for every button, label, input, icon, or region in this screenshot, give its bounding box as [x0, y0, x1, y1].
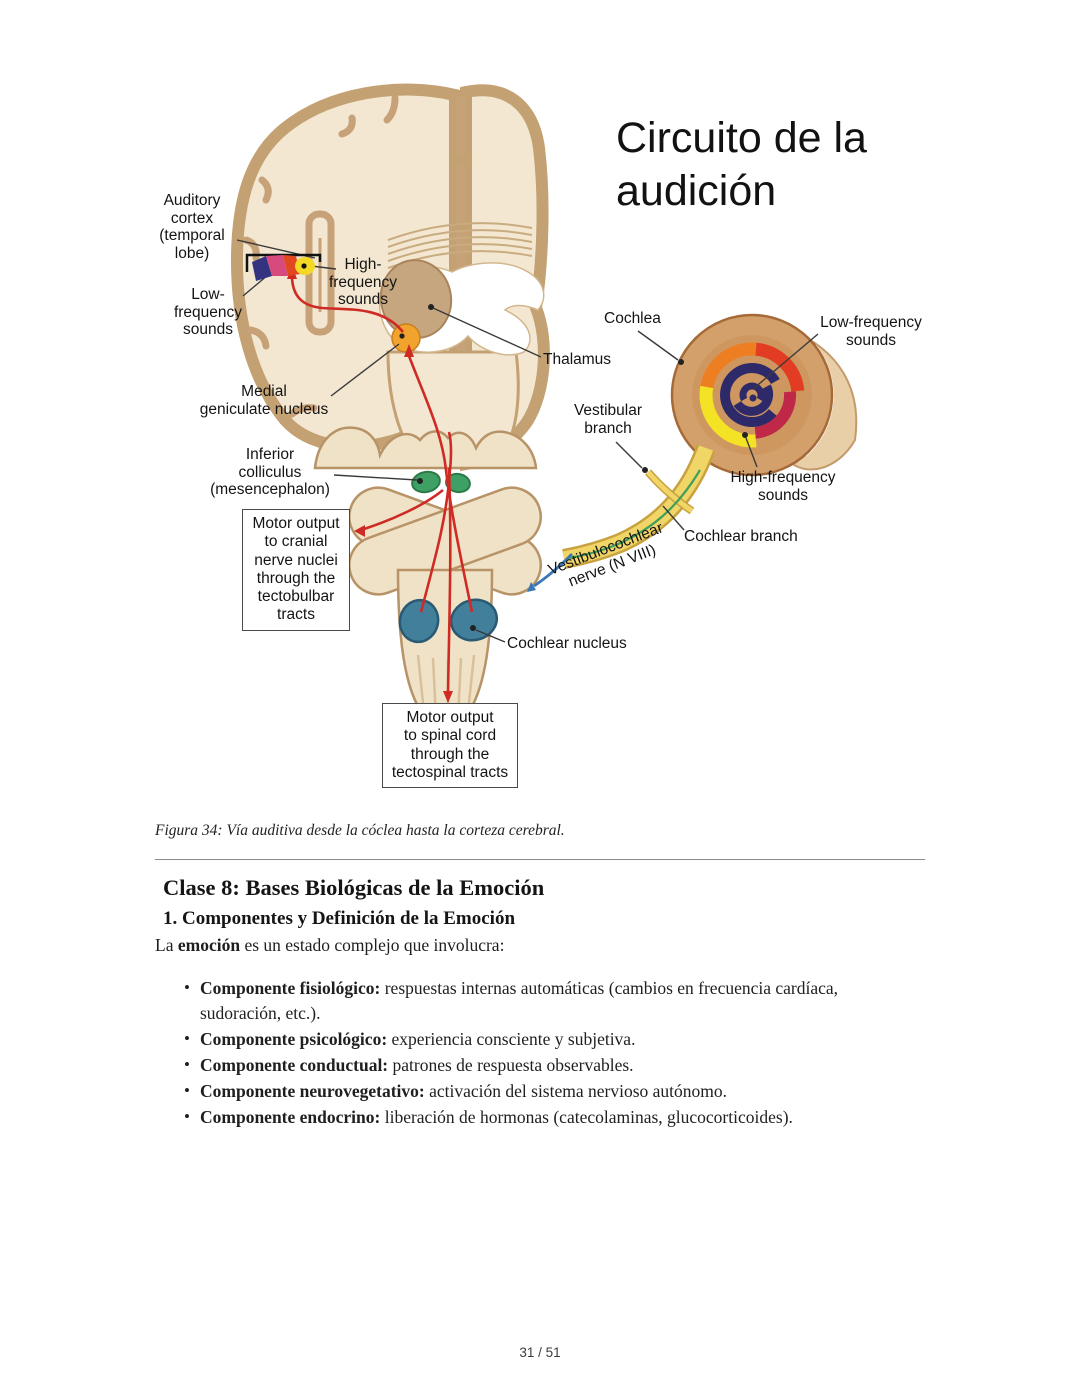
label-high-frequency-left: High- frequency sounds — [328, 256, 398, 309]
section-divider — [155, 859, 925, 860]
label-cochlea: Cochlea — [604, 310, 661, 327]
label-medial-geniculate: Medial geniculate nucleus — [199, 383, 329, 418]
list-item: Componente conductual: patrones de respu… — [178, 1053, 878, 1078]
cortex-bracket — [245, 253, 322, 272]
auditory-circuit-figure: Circuito de la audición Auditory cortex … — [159, 83, 922, 789]
list-item: Componente endocrino: liberación de horm… — [178, 1105, 878, 1130]
cochlea-shape — [670, 313, 834, 477]
gyri-sulci — [242, 94, 399, 418]
section-heading: Clase 8: Bases Biológicas de la Emoción — [163, 875, 545, 900]
leader-lines — [236, 239, 819, 643]
thalamus-shape — [379, 259, 453, 339]
box-motor-output-cranial: Motor output to cranial nerve nuclei thr… — [242, 509, 350, 631]
cochlea-spiral-navy — [720, 363, 780, 427]
label-cochlear-nucleus: Cochlear nucleus — [507, 635, 627, 652]
figure-title: Circuito de la audición — [616, 114, 867, 216]
list-item: Componente fisiológico: respuestas inter… — [178, 976, 878, 1025]
label-cochlear-branch: Cochlear branch — [684, 528, 798, 545]
label-low-frequency-right: Low-frequency sounds — [820, 314, 922, 349]
page-number: 31 / 51 — [519, 1345, 561, 1360]
medial-geniculate-nucleus-shape — [391, 323, 421, 353]
figure-caption: Figura 34: Vía auditiva desde la cóclea … — [155, 822, 565, 839]
blue-arrow — [533, 553, 573, 588]
list-item: Componente neurovegetativo: activación d… — [178, 1079, 878, 1104]
label-inferior-colliculus: Inferior colliculus (mesencephalon) — [210, 446, 330, 499]
vestibular-branch-shape — [646, 470, 694, 514]
box-motor-output-spinal: Motor output to spinal cord through the … — [382, 703, 518, 789]
section-subheading: 1. Componentes y Definición de la Emoció… — [163, 908, 516, 929]
pons — [348, 486, 542, 596]
label-vestibular-branch: Vestibular branch — [573, 402, 643, 437]
vestibulocochlear-nerve-shape — [562, 444, 716, 569]
leader-dots — [301, 263, 748, 631]
label-auditory-cortex: Auditory cortex (temporal lobe) — [159, 192, 225, 262]
inferior-colliculus-left — [411, 470, 441, 494]
intro-paragraph: La emoción es un estado complejo que inv… — [155, 935, 505, 955]
auditory-pathway-red — [290, 277, 474, 695]
components-list: Componente fisiológico: respuestas inter… — [178, 976, 878, 1131]
label-thalamus: Thalamus — [543, 351, 612, 368]
medulla — [396, 568, 494, 724]
intro-bold-term: emoción — [177, 935, 241, 955]
tonotopic-band — [252, 255, 315, 281]
auditory-pathway-diagram — [230, 83, 858, 724]
label-low-frequency-left: Low- frequency sounds — [173, 286, 243, 339]
midbrain-wings — [313, 426, 538, 470]
list-item: Componente psicológico: experiencia cons… — [178, 1027, 878, 1052]
label-high-frequency-right: High-frequency sounds — [730, 469, 836, 504]
